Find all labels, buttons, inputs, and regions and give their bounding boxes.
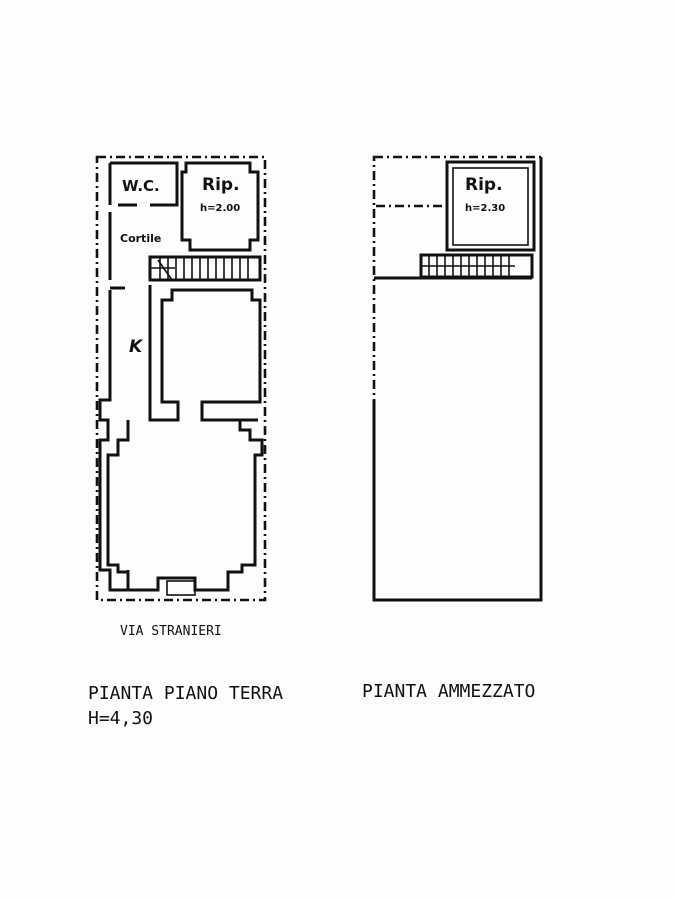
left-wall (98, 163, 130, 592)
street-label: VIA STRANIERI (120, 624, 222, 639)
main-room-walls (106, 420, 264, 592)
entrance-step (166, 580, 196, 596)
storage-label: Rip. (202, 175, 240, 195)
mezzanine-boundary (372, 155, 543, 602)
kitchen-label: K (129, 337, 144, 357)
ground-floor-plan: W.C. Rip. h=2.00 Cortile K (95, 155, 267, 602)
storage-room-walls (180, 161, 260, 252)
kitchen-walls (148, 285, 262, 422)
ground-floor-boundary (95, 155, 267, 602)
mezzanine-stair-treads (421, 255, 515, 277)
storage-height-label: h=2.00 (200, 203, 240, 214)
mezzanine-storage-outer (445, 160, 536, 252)
stair-treads (150, 257, 249, 281)
mezzanine-storage-height-label: h=2.30 (465, 203, 505, 214)
wc-label: W.C. (122, 177, 160, 195)
mezzanine-title: PIANTA AMMEZZATO (362, 681, 535, 702)
ground-floor-title: PIANTA PIANO TERRA (88, 683, 283, 704)
mezzanine-outer-wall (372, 157, 543, 602)
mezzanine-plan: Rip. h=2.30 (372, 155, 543, 602)
mezzanine-storage-label: Rip. (465, 175, 503, 195)
courtyard-label: Cortile (120, 232, 161, 245)
ground-floor-height: H=4,30 (88, 708, 153, 729)
mezzanine-storage-inner (452, 167, 529, 246)
wc-walls (110, 161, 179, 207)
